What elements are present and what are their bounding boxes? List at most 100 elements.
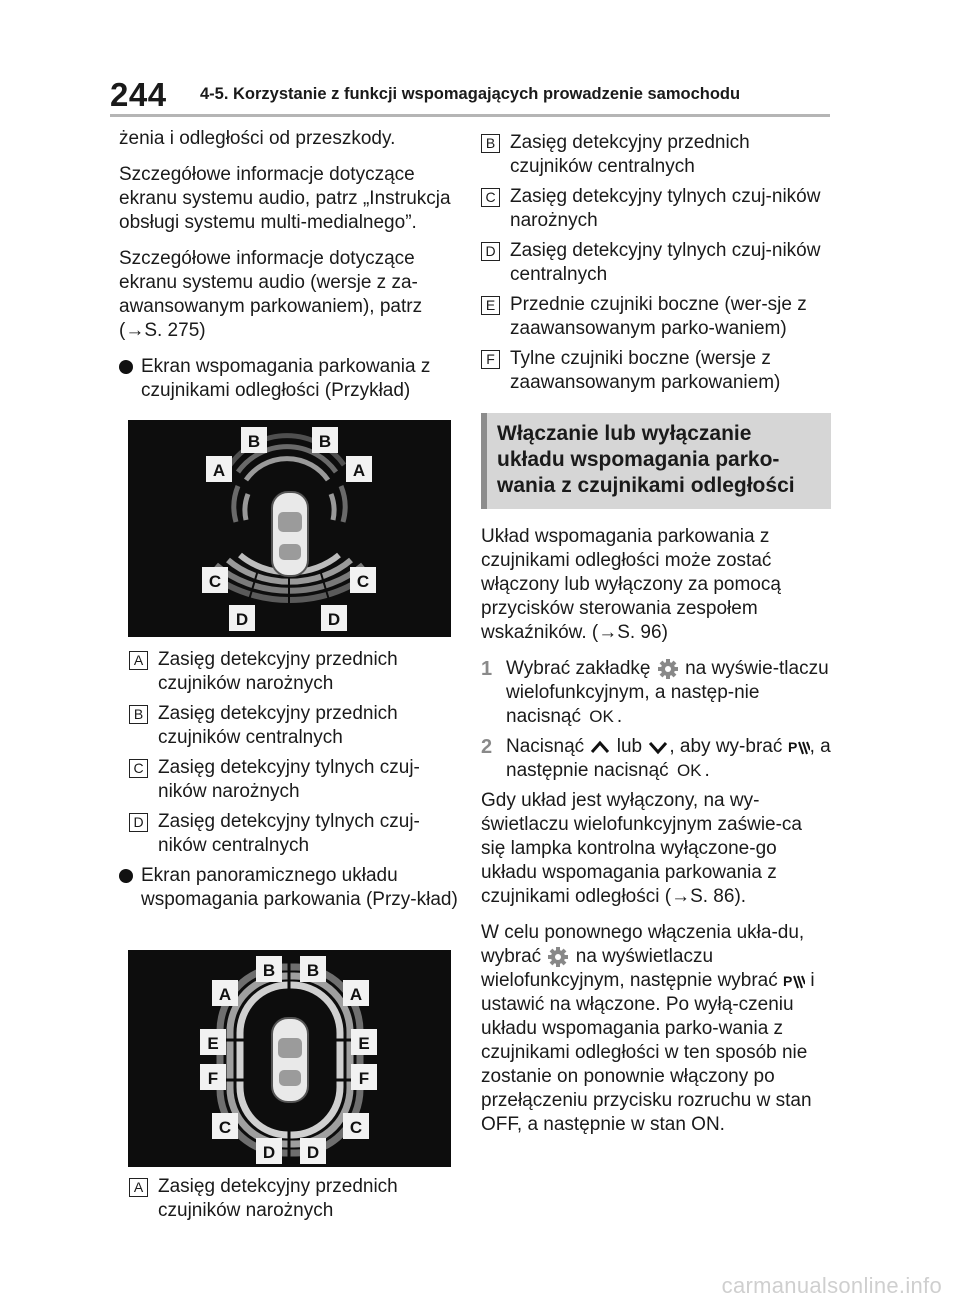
diagram-label: C [350, 1118, 362, 1137]
car-icon [271, 1017, 309, 1103]
gear-icon [548, 947, 569, 968]
legend-item: E Przednie czujniki boczne (wer-sje z za… [481, 293, 831, 341]
parking-sensor-graphic: B B A A C C D D [202, 427, 376, 637]
legend-text: Zasięg detekcyjny tylnych czuj-ników nar… [158, 757, 420, 802]
paragraph: Układ wspomagania parkowania z czujnikam… [481, 526, 781, 643]
diagram-label: C [357, 572, 369, 591]
svg-text:P: P [783, 973, 792, 989]
ok-button-icon: OK [676, 761, 702, 781]
legend-item: F Tylne czujniki boczne (wersje z zaawan… [481, 347, 831, 395]
legend-item: A Zasięg detekcyjny przednich czujników … [129, 648, 459, 696]
watermark: carmanualsonline.info [721, 1273, 942, 1298]
label-box: B [481, 134, 500, 153]
paragraph: Szczegółowe informacje dotyczące ekranu … [119, 164, 451, 233]
paragraph-text: i ustawić na włączone. Po wyłą-czeniu uk… [481, 970, 815, 1136]
diagram-label: A [350, 985, 362, 1004]
label-box: C [481, 188, 500, 207]
panoramic-parking-graphic: B B A A E E F F C C D D [200, 956, 377, 1164]
paragraph: Gdy układ jest wyłączony, na wy-świetlac… [481, 790, 802, 908]
paragraph: W celu ponownego włączenia ukła-du, wybr… [481, 921, 831, 1137]
label-box: E [481, 296, 500, 315]
diagram-label: E [358, 1034, 369, 1053]
legend-text: Tylne czujniki boczne (wersje z zaawanso… [510, 348, 781, 393]
diagram-label: D [263, 1143, 275, 1162]
legend-text: Zasięg detekcyjny przednich czujników na… [158, 649, 398, 694]
legend-item: C Zasięg detekcyjny tylnych czuj-ników n… [129, 756, 459, 804]
parking-sensor-icon: P [788, 739, 810, 755]
legend-item: B Zasięg detekcyjny przednich czujników … [129, 702, 459, 750]
diagram-label: E [207, 1034, 218, 1053]
legend-text: Zasięg detekcyjny tylnych czuj-ników cen… [158, 811, 420, 856]
bullet-text: Ekran wspomagania parkowania z czujnikam… [141, 356, 431, 401]
parking-sensor-icon: P [783, 973, 806, 989]
diagram-label: C [219, 1118, 231, 1137]
label-box: D [129, 813, 148, 832]
section-title: 4-5. Korzystanie z funkcji wspomagającyc… [200, 85, 741, 103]
step-text: . [616, 706, 623, 728]
ok-button-icon: OK [589, 707, 614, 727]
legend-item: C Zasięg detekcyjny tylnych czuj-ników n… [481, 185, 831, 233]
step-text: na wyświe-tlaczu wielofunkcyjnym, a nast… [506, 658, 829, 728]
step-text: , a następnie nacisnąć [506, 736, 831, 782]
diagram-label: B [307, 961, 319, 980]
step-text: Wybrać zakładkę [506, 658, 651, 680]
right-column: B Zasięg detekcyjny przednich czujników … [481, 131, 831, 1149]
section-heading-box: Włączanie lub wyłączanie układu wspomaga… [481, 413, 831, 509]
legend-item: A Zasięg detekcyjny przednich czujników … [129, 1175, 459, 1223]
legend-item: D Zasięg detekcyjny tylnych czuj-ników c… [481, 239, 831, 287]
diagram-label: F [208, 1069, 218, 1088]
label-box: C [129, 759, 148, 778]
header-rule [110, 114, 830, 117]
svg-text:P: P [788, 739, 797, 755]
bullet-dot-icon [119, 360, 133, 374]
parking-sensor-diagram: B B A A C C D D [128, 420, 451, 637]
paragraph: żenia i odległości od przeszkody. [119, 128, 396, 149]
chevron-up-icon [591, 740, 610, 753]
legend-text: Zasięg detekcyjny tylnych czuj-ników nar… [510, 186, 821, 231]
legend-item: B Zasięg detekcyjny przednich czujników … [481, 131, 831, 179]
paragraph-text: W celu ponownego włączenia ukła-du, wybr… [481, 922, 805, 968]
car-icon [271, 491, 309, 577]
label-box: A [129, 1178, 148, 1197]
paragraph-text: na wyświetlaczu wielofunkcyjnym, następn… [481, 946, 778, 992]
step-text: , aby wy-brać [669, 736, 783, 758]
diagram-label: F [359, 1069, 369, 1088]
step-item: 2 Nacisnąć lub , aby wy-brać P , a nastę… [481, 735, 831, 783]
diagram-label: C [209, 572, 221, 591]
diagram-label: B [263, 961, 275, 980]
label-box: F [481, 350, 500, 369]
page-header: 244 4-5. Korzystanie z funkcji wspomagaj… [110, 76, 830, 116]
legend-text: Przednie czujniki boczne (wer-sje z zaaw… [510, 294, 807, 339]
bullet-dot-icon [119, 869, 133, 883]
step-number: 1 [481, 658, 493, 680]
chevron-down-icon [649, 742, 668, 755]
label-box: D [481, 242, 500, 261]
step-text: lub [616, 736, 643, 758]
diagram-label: D [307, 1143, 319, 1162]
step-text: Nacisnąć [506, 736, 585, 758]
section-heading: Włączanie lub wyłączanie układu wspomaga… [497, 422, 795, 497]
step-item: 1 Wybrać zakładkę na wyświe-tlaczu wielo… [481, 657, 831, 729]
diagram-label: A [219, 985, 231, 1004]
page-number: 244 [110, 76, 167, 113]
legend-text: Zasięg detekcyjny przednich czujników na… [158, 1176, 398, 1221]
diagram-label: D [328, 610, 340, 629]
left-column-bottom: A Zasięg detekcyjny przednich czujników … [129, 1175, 459, 1229]
paragraph: Szczegółowe informacje dotyczące ekranu … [119, 248, 423, 341]
diagram-label: D [236, 610, 248, 629]
left-column-top: żenia i odległości od przeszkody. Szczeg… [119, 127, 454, 415]
bullet-text: Ekran panoramicznego układu wspomagania … [141, 865, 458, 910]
bullet-item: Ekran wspomagania parkowania z czujnikam… [119, 355, 454, 403]
gear-icon [657, 659, 678, 679]
bullet-item: Ekran panoramicznego układu wspomagania … [119, 864, 459, 912]
panoramic-parking-diagram: B B A A E E F F C C D D [128, 950, 451, 1167]
legend-text: Zasięg detekcyjny przednich czujników ce… [510, 132, 750, 177]
diagram-label: A [353, 461, 365, 480]
diagram-label: A [213, 461, 225, 480]
left-column-middle: A Zasięg detekcyjny przednich czujników … [119, 648, 459, 924]
legend-text: Zasięg detekcyjny przednich czujników ce… [158, 703, 398, 748]
step-text: . [704, 760, 710, 782]
diagram-label: B [319, 432, 331, 451]
label-box: A [129, 651, 148, 670]
diagram-label: B [248, 432, 260, 451]
